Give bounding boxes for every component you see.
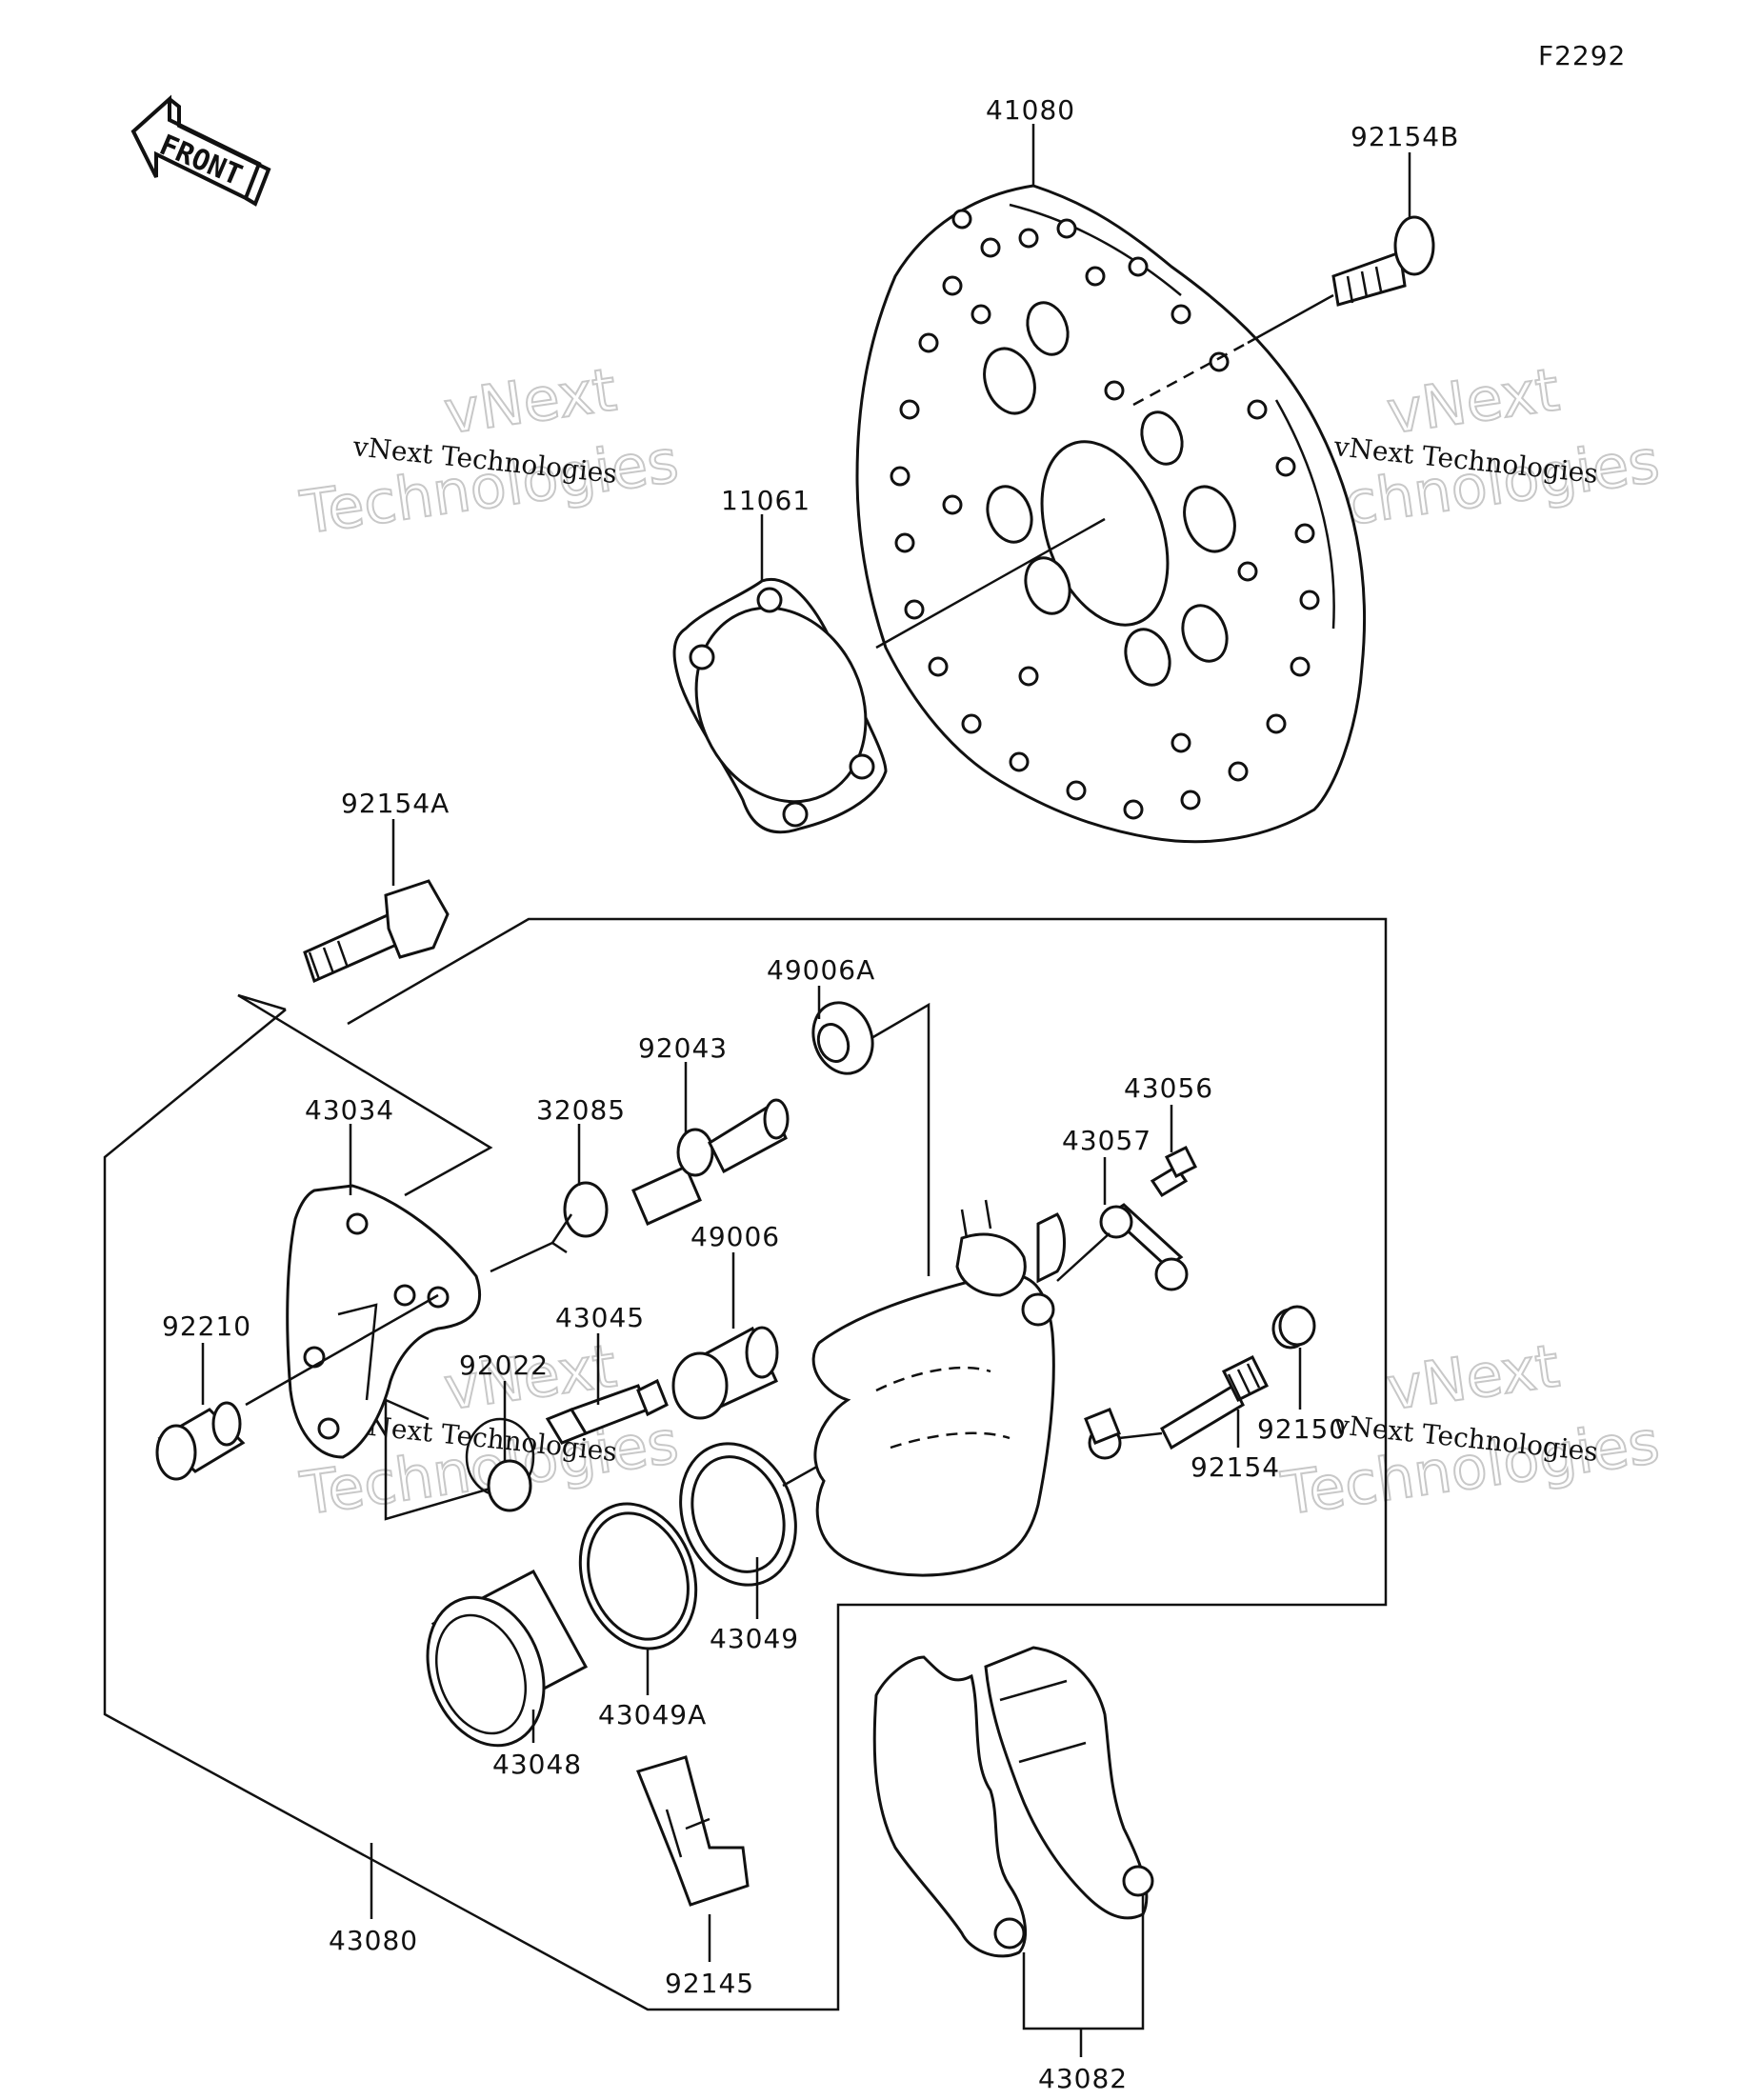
disc-bolt-dash-line (1132, 341, 1249, 407)
label-49006A: 49006A (767, 954, 875, 986)
label-43056: 43056 (1124, 1072, 1213, 1104)
front-arrow-icon: FRONT (130, 94, 271, 207)
label-43049A: 43049A (598, 1699, 707, 1730)
cap-43057 (1099, 1203, 1189, 1291)
label-92154B: 92154B (1351, 121, 1459, 152)
caliper-assembly-outline (103, 917, 1388, 2011)
label-43045: 43045 (555, 1302, 645, 1333)
label-41080: 41080 (986, 94, 1075, 126)
clip-axis-line (490, 1241, 553, 1273)
piston-seal-43049 (679, 1442, 797, 1587)
disc-bolt-line (1247, 293, 1334, 345)
caliper-body (811, 1199, 1122, 1577)
label-43080: 43080 (329, 1925, 418, 1956)
caliper-bolt-92154 (1160, 1354, 1270, 1450)
label-92154A: 92154A (341, 788, 450, 819)
figure-code: F2292 (1538, 40, 1626, 71)
disc-bolt-92154B (1331, 215, 1435, 307)
pad-set-bracket-line (1022, 1895, 1145, 2030)
svg-text:vNext: vNext (1383, 354, 1564, 447)
watermark-left-top: vNext Technologies vNext Technologies (295, 353, 684, 549)
brake-disc-41080 (855, 184, 1367, 844)
retaining-clip-32085 (550, 1181, 609, 1254)
disc-center-line (875, 517, 1106, 650)
plug-92150 (1271, 1305, 1316, 1350)
label-92145: 92145 (665, 1968, 754, 1999)
label-43048: 43048 (492, 1749, 582, 1780)
pad-spring-92145 (635, 1755, 750, 1907)
bleeder-bounding-line (384, 1398, 501, 1521)
sleeve-92210 (155, 1401, 246, 1481)
label-32085: 32085 (536, 1094, 626, 1126)
leader-lines (201, 124, 1411, 2057)
flange-bolt-92154A (303, 879, 450, 984)
dust-seal-43049A (578, 1502, 698, 1650)
label-92150: 92150 (1257, 1413, 1347, 1445)
svg-text:vNext: vNext (440, 354, 621, 447)
bleed-valve-43056 (1150, 1145, 1198, 1198)
pin-92043 (631, 1098, 790, 1226)
label-92154: 92154 (1191, 1451, 1280, 1483)
gasket-11061 (672, 578, 888, 834)
label-43082: 43082 (1038, 2063, 1128, 2094)
boot-49006A (811, 1001, 874, 1075)
boot-49006 (671, 1326, 779, 1420)
washer-92022 (487, 1459, 532, 1512)
label-11061: 11061 (721, 485, 810, 516)
bracket-bounding-line (237, 993, 493, 1197)
label-92210: 92210 (162, 1310, 251, 1342)
label-43057: 43057 (1062, 1125, 1151, 1156)
piston-43048 (426, 1569, 589, 1748)
brake-pad-set-43082 (872, 1646, 1154, 1958)
sleeve-axis-line (245, 1293, 439, 1407)
label-92043: 92043 (638, 1032, 728, 1064)
caliper-bolt-axis-line (1118, 1431, 1163, 1440)
part-labels: 41080 92154B 11061 92154A 49006A 92043 4… (162, 94, 1459, 2094)
label-92022: 92022 (459, 1350, 549, 1381)
cap-axis-line (1056, 1232, 1111, 1282)
svg-text:vNext: vNext (1383, 1330, 1564, 1423)
label-43034: 43034 (305, 1094, 394, 1126)
boot-a-axis-line (870, 1002, 931, 1276)
label-43049: 43049 (710, 1623, 799, 1654)
label-49006: 49006 (690, 1221, 780, 1252)
